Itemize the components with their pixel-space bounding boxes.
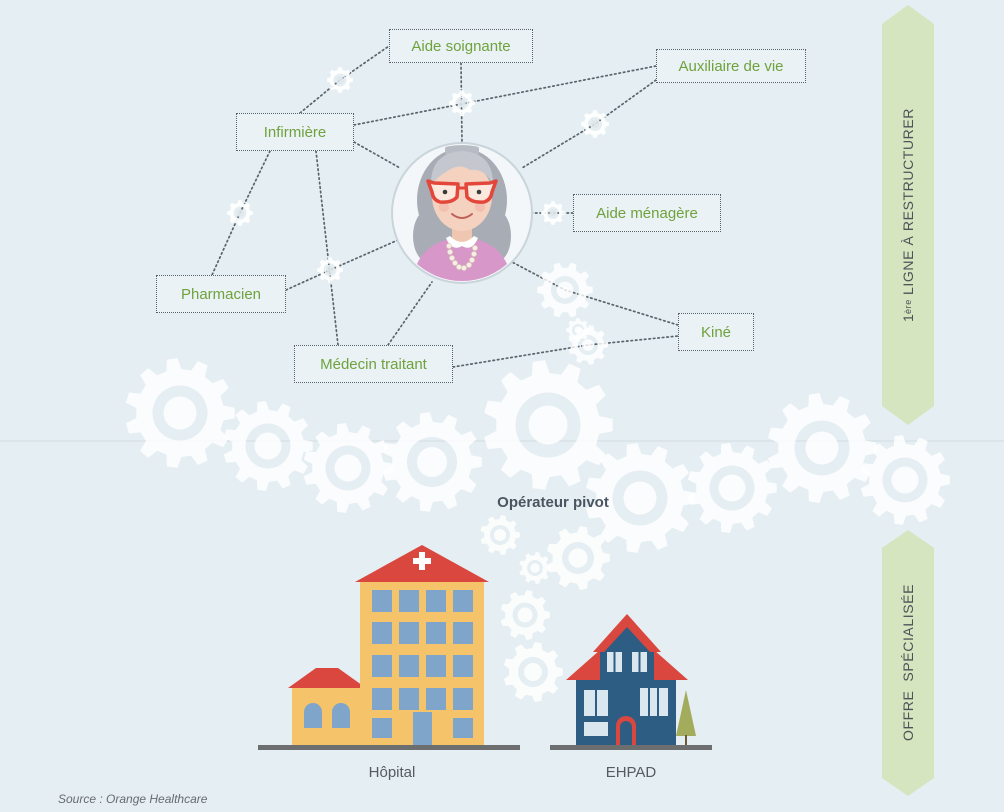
gear-icon xyxy=(546,526,610,590)
hospital-window xyxy=(426,590,446,612)
gear-icon xyxy=(581,110,609,138)
banner-specialised-label: OFFRE SPÉCIALISÉE xyxy=(900,583,916,741)
gear-icon xyxy=(327,67,353,93)
actor-auxiliaire-de-vie: Auxiliaire de vie xyxy=(656,49,806,83)
elderly-woman-avatar xyxy=(391,142,533,284)
hospital-window xyxy=(453,590,473,612)
gear-icon xyxy=(317,257,343,283)
actor-aide-soignante: Aide soignante xyxy=(389,29,533,63)
hospital-door xyxy=(413,712,432,745)
banner-number: 1 xyxy=(900,313,916,323)
background-gears xyxy=(126,358,950,553)
hospital-window xyxy=(372,655,392,677)
gear-icon xyxy=(860,435,950,525)
gear-icon xyxy=(303,423,393,513)
hospital-window xyxy=(453,688,473,710)
hospital-window xyxy=(399,688,419,710)
gear-icon xyxy=(449,90,475,116)
pearl-necklace xyxy=(446,243,478,271)
gear-icon xyxy=(382,412,482,512)
hospital-window xyxy=(453,655,473,677)
gear-icon xyxy=(519,552,551,584)
gear-icon xyxy=(541,201,565,225)
gear-icon xyxy=(223,401,313,491)
source-credit: Source : Orange Healthcare xyxy=(58,792,208,806)
hospital-label: Hôpital xyxy=(368,764,416,781)
banner-specialised-offer xyxy=(882,530,934,796)
hospital-window xyxy=(399,590,419,612)
gear-icon xyxy=(484,360,613,490)
gear-icon xyxy=(126,358,235,468)
pivot-gears xyxy=(480,515,610,702)
connector-line xyxy=(353,65,657,126)
gear-icon xyxy=(537,262,593,318)
gear-icon xyxy=(503,642,563,702)
gear-icon xyxy=(480,515,520,555)
pivot-operator-label: Opérateur pivot xyxy=(497,494,609,511)
connector-line xyxy=(511,261,679,326)
gear-icon xyxy=(586,443,695,553)
ehpad-house-icon xyxy=(550,614,712,750)
hospital-window xyxy=(372,622,392,644)
tree-icon xyxy=(676,690,696,736)
connector-line xyxy=(315,150,339,346)
banner-superscript: ère xyxy=(903,298,913,314)
connector-line xyxy=(285,239,399,291)
banner-specialised-offer-text: OFFRE SPÉCIALISÉE xyxy=(898,548,918,776)
connector-line xyxy=(521,79,657,169)
gear-icon xyxy=(768,393,877,503)
ehpad-label: EHPAD xyxy=(605,764,657,781)
hospital-building-icon xyxy=(258,545,520,750)
hospital-window xyxy=(372,590,392,612)
actor-kine: Kiné xyxy=(678,313,754,351)
banner-first-line-label: LIGNE À RESTRUCTURER xyxy=(900,107,916,295)
actor-pharmacien: Pharmacien xyxy=(156,275,286,313)
gear-icon xyxy=(227,200,253,226)
banner-first-line xyxy=(882,5,934,425)
network-gears xyxy=(227,67,609,365)
connector-line xyxy=(353,141,401,169)
hospital-window xyxy=(426,655,446,677)
actor-aide-menagere: Aide ménagère xyxy=(573,194,721,232)
connector-line xyxy=(299,45,390,114)
gear-icon xyxy=(687,443,777,533)
hospital-window xyxy=(399,622,419,644)
hospital-window xyxy=(426,622,446,644)
connector-line xyxy=(387,281,433,346)
hospital-window xyxy=(399,655,419,677)
actor-medecin-traitant: Médecin traitant xyxy=(294,345,453,383)
connector-line xyxy=(452,335,679,368)
gear-icon xyxy=(500,590,550,640)
actor-infirmiere: Infirmière xyxy=(236,113,354,151)
gear-icon xyxy=(566,318,590,342)
gear-icon xyxy=(568,325,608,365)
hospital-window xyxy=(453,622,473,644)
hospital-window xyxy=(426,688,446,710)
hospital-window xyxy=(372,688,392,710)
